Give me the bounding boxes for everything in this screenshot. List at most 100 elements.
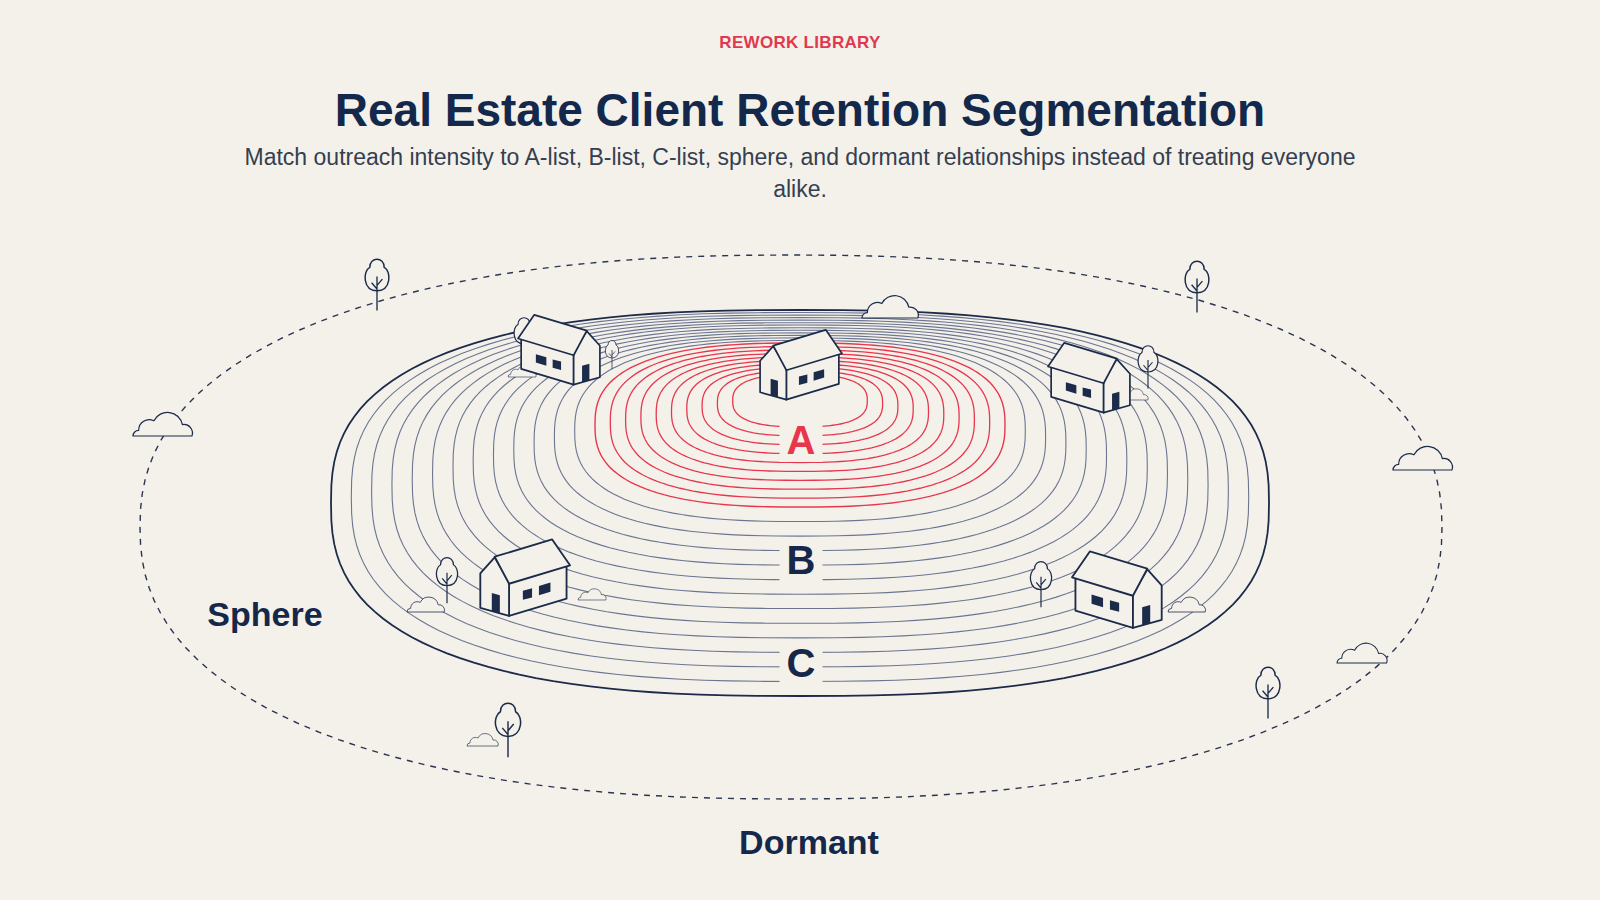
contour-line (575, 340, 1026, 521)
contour-line (392, 318, 1208, 653)
tree-canopy (495, 703, 520, 736)
house-door (1112, 392, 1119, 411)
contour-line (351, 313, 1248, 682)
tree (1256, 667, 1280, 718)
b-list-band: BA (451, 323, 1149, 611)
tree-canopy (1256, 667, 1280, 699)
tree-canopy (1185, 261, 1209, 293)
sphere-region: SphereCBA (138, 253, 1444, 801)
caption: Match outreach intensity to A-list, B-li… (230, 141, 1370, 205)
contour-line (610, 347, 989, 499)
house-door (492, 593, 500, 614)
cloud-outline (862, 296, 918, 318)
tree (436, 558, 457, 604)
house-icon (480, 539, 570, 615)
red-contours (610, 347, 989, 499)
tree-trunk (1144, 360, 1153, 389)
house-gable-wall (1133, 569, 1162, 628)
contour-line (514, 333, 1086, 565)
house-side-wall (521, 337, 574, 384)
contour-line (473, 328, 1127, 594)
tree-trunk (1192, 278, 1203, 312)
cloud (1337, 643, 1387, 663)
contour-line (534, 335, 1066, 550)
region-border (331, 310, 1269, 696)
region-label: A (780, 418, 823, 462)
house-window (814, 369, 825, 381)
cloud (508, 366, 536, 377)
kicker-label: REWORK LIBRARY (719, 33, 880, 53)
house-gable-wall (760, 346, 786, 400)
contour-line (656, 357, 944, 471)
house-window (1083, 387, 1091, 398)
house-door (771, 379, 778, 398)
cloud (133, 412, 192, 436)
tree (365, 259, 389, 310)
house-roof (773, 330, 842, 370)
region-outline (138, 253, 1444, 801)
contour-line (672, 361, 929, 463)
tree-canopy (1138, 346, 1158, 372)
region-label: C (780, 641, 823, 685)
tree-trunk (1263, 684, 1274, 718)
cloud-outline (133, 412, 192, 436)
a-list-core: A (593, 341, 1007, 509)
house-roof (495, 539, 570, 583)
cloud-outline (578, 589, 606, 600)
cloud (578, 589, 606, 600)
house-side-wall (1075, 576, 1133, 628)
tree-canopy (365, 259, 389, 291)
house-gable-wall (1104, 359, 1130, 413)
tree-canopy (605, 341, 618, 359)
region-label: B (780, 538, 823, 582)
tree (1030, 562, 1051, 608)
tree-trunk (609, 350, 615, 369)
tree (1138, 346, 1158, 389)
house-gable-wall (480, 557, 509, 616)
title: Real Estate Client Retention Segmentatio… (335, 83, 1265, 137)
house-icon (1072, 551, 1162, 627)
c-list-band: CBA (329, 308, 1271, 698)
grey-contours (351, 313, 1248, 682)
house-side-wall (786, 352, 839, 399)
house-window (1092, 595, 1104, 608)
house-gable-wall (574, 331, 600, 385)
contour-line (412, 320, 1188, 638)
tree (1185, 261, 1209, 312)
tree-canopy (436, 558, 457, 586)
house-side-wall (1051, 365, 1104, 412)
tree-trunk (520, 332, 529, 361)
tree-canopy (514, 318, 534, 344)
region-outline (329, 308, 1271, 698)
tree (514, 318, 534, 361)
cloud-outline (1120, 389, 1148, 400)
tree-trunk (372, 276, 383, 310)
house-window (523, 588, 532, 600)
contour-line (641, 354, 959, 481)
house-icon (760, 330, 842, 400)
cloud (407, 597, 445, 612)
cloud-outline (1337, 643, 1387, 663)
house-window (799, 374, 807, 385)
tree (495, 703, 520, 757)
house-side-wall (509, 564, 567, 616)
cloud-outline (508, 366, 536, 377)
house-window (553, 359, 561, 370)
cloud-outline (1393, 446, 1452, 470)
house-roof (1072, 551, 1147, 595)
region-label: Dormant (739, 823, 879, 862)
cloud (1393, 446, 1452, 470)
region-border (140, 255, 1442, 799)
region-border (453, 325, 1147, 609)
tree-trunk (502, 721, 513, 757)
house-window (539, 583, 551, 596)
contour-line (433, 323, 1168, 624)
cloud (1120, 389, 1148, 400)
region-border (595, 343, 1005, 507)
house-window (1110, 600, 1119, 612)
house-roof (1048, 343, 1117, 383)
cloud (467, 734, 498, 746)
cloud (1168, 597, 1206, 612)
house-icon (1048, 343, 1130, 413)
